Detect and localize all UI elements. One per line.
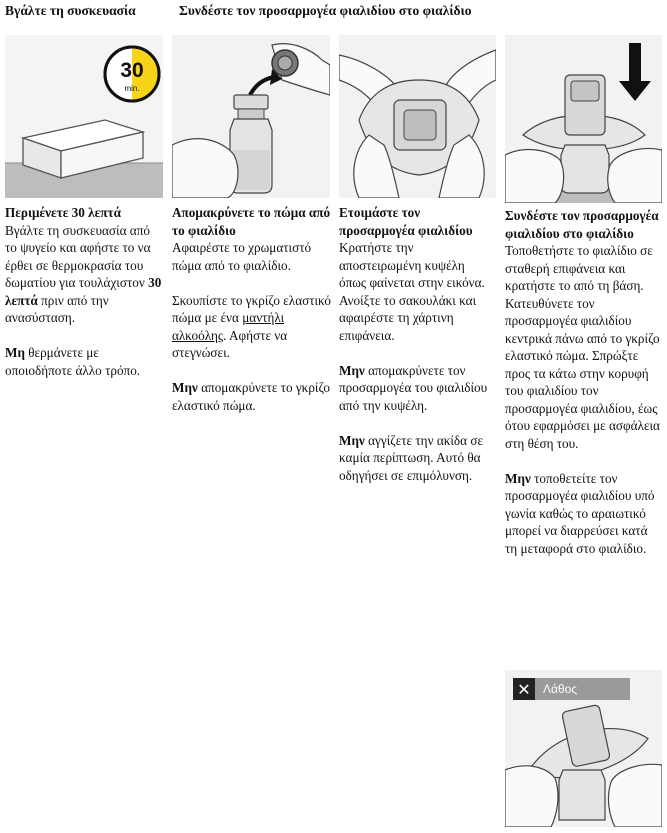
wrong-angle-illustration: ✕ Λάθος [505,670,662,827]
attach-adapter-illustration [505,35,662,203]
step-text: Αφαιρέστε το χρωματιστό πώμα από το φιαλ… [172,240,312,273]
step-remove-cap: Απομακρύνετε το πώμα από το φιαλίδιο Αφα… [172,204,332,432]
step-text: Σκουπίστε το γκρίζο ελαστικό πώμα με ένα [172,292,332,326]
step-text: Κρατήστε την αποστειρωμένη κυψέλη όπως φ… [339,240,485,290]
step-title: Συνδέστε τον προσαρμογέα φιαλιδίου στο φ… [505,208,659,241]
pack-on-table-illustration: 30 min. [5,35,163,198]
step-text: Βγάλτε τη συσκευασία από το ψυγείο και α… [5,222,151,291]
remove-cap-illustration [172,35,330,198]
step-title: Ετοιμάστε τον προσαρμογέα φιαλιδίου [339,205,473,238]
timer-unit: min. [124,84,139,93]
close-icon: ✕ [513,678,535,700]
note-bold: Μην [339,362,365,378]
note-text: θερμάνετε με οποιοδήποτε άλλο τρόπο. [5,345,141,378]
note-bold: Μην [505,470,531,486]
wrong-label: Λάθος [535,678,630,700]
note-bold: Μην [172,380,198,395]
step-prepare-adapter: Ετοιμάστε τον προσαρμογέα φιαλιδίου Κρατ… [339,204,494,502]
step-wait-30-min: Περιμένετε 30 λεπτά Βγάλτε τη συσκευασία… [5,204,165,397]
timer-number: 30 [120,59,143,82]
bold-duration: 30 λεπτά [5,275,162,308]
note-text: απομακρύνετε το γκρίζο ελαστικό πώμα. [172,380,331,413]
arrow-down-icon [629,43,641,83]
step-text: . Αφήστε να στεγνώσει. [172,327,288,361]
note-bold: Μην [339,432,365,448]
alcohol-wipe-term: μαντήλι αλκοόλης [172,310,285,343]
step-title: Απομακρύνετε το πώμα από το φιαλίδιο [172,205,331,238]
step-attach-adapter: Συνδέστε τον προσαρμογέα φιαλιδίου στο φ… [505,207,662,575]
step-text: Ανοίξτε το σακουλάκι και αφαιρέστε τη χά… [339,292,477,343]
section-header-remove-pack: Βγάλτε τη συσκευασία [5,3,136,18]
note-text: αγγίζετε την ακίδα σε καμία περίπτωση. Α… [339,432,483,483]
step-title: Περιμένετε 30 λεπτά [5,205,121,220]
wrong-badge: ✕ Λάθος [513,678,630,700]
step-text: Τοποθετήστε το φιαλίδιο σε σταθερή επιφά… [505,243,653,293]
timer-icon: 30 min. [103,45,161,103]
prepare-adapter-illustration [339,35,496,198]
note-text: απομακρύνετε τον προσαρμογέα του φιαλιδί… [339,362,488,413]
step-text: πριν από την ανασύσταση. [5,292,109,326]
step-text: Κατευθύνετε τον προσαρμογέα φιαλιδίου κε… [505,295,660,451]
section-header-attach-adapter: Συνδέστε τον προσαρμογέα φιαλιδίου στο φ… [179,3,472,18]
note-bold: Μη [5,345,25,360]
note-text: τοποθετείτε τον προσαρμογέα φιαλιδίου υπ… [505,470,655,556]
